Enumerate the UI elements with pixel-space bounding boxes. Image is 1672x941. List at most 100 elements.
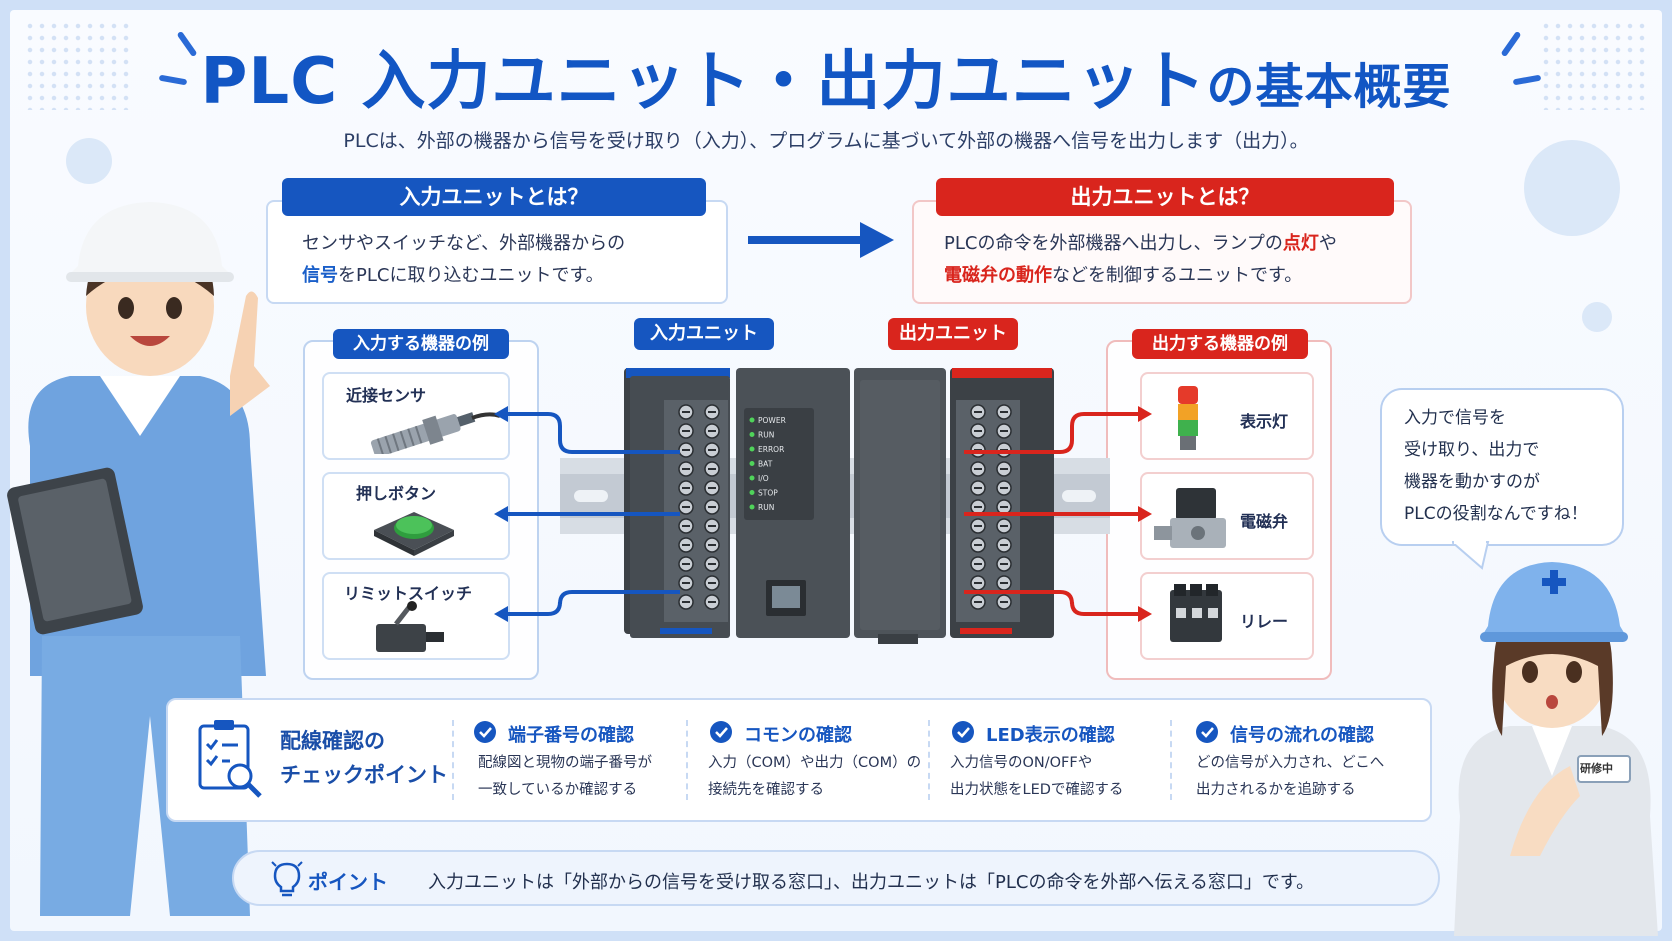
checkpoint-heading: コモンの確認: [744, 725, 852, 746]
input-unit-label: 入力ユニット: [634, 318, 774, 350]
speech-bubble-tail: [1452, 540, 1490, 570]
page-subtitle: PLCは、外部の機器から信号を受け取り（入力）、プログラムに基づいて外部の機器へ…: [343, 130, 1309, 152]
title-suffix: の基本概要: [1206, 59, 1452, 115]
checkpoint-heading: LED表示の確認: [986, 725, 1115, 746]
check-icon: [952, 721, 974, 743]
output-example-label: 表示灯: [1240, 412, 1289, 431]
output-definition-line2: 電磁弁の動作などを制御するユニットです。: [944, 260, 1337, 292]
check-icon: [474, 721, 496, 743]
input-example-label: 近接センサ: [346, 386, 427, 405]
speech-line: 入力で信号を: [1404, 408, 1506, 428]
input-example-label: 押しボタン: [356, 484, 437, 503]
wiring-checkpoints-box: [166, 698, 1432, 822]
output-definition-box: [912, 200, 1412, 304]
output-definition-line1: PLCの命令を外部機器へ出力し、ランプの点灯や: [944, 228, 1337, 260]
clipboard-check-icon: [198, 720, 262, 798]
status-led: [749, 461, 755, 466]
status-led: [749, 417, 755, 423]
status-led: [749, 490, 755, 495]
input-definition-label: 入力ユニットとは？: [282, 178, 706, 216]
trainee-badge: 研修中: [1580, 762, 1613, 775]
input-definition-text: センサやスイッチなど、外部機器からの 信号をPLCに取り込むユニットです。: [302, 228, 625, 292]
status-led: [749, 504, 755, 510]
check-icon: [1196, 721, 1218, 743]
point-text: 入力ユニットは「外部からの信号を受け取る窓口」、出力ユニットは「PLCの命令を外…: [428, 872, 1315, 893]
input-definition-line1: センサやスイッチなど、外部機器からの: [302, 233, 626, 254]
status-led: [749, 446, 755, 452]
checkpoint-line: どの信号が入力され、どこへ: [1196, 755, 1385, 771]
speech-line: PLCの役割なんですね！: [1404, 504, 1588, 524]
dot-pattern-decoration: [24, 20, 134, 110]
checkpoint-heading: 端子番号の確認: [508, 725, 634, 746]
divider: [686, 720, 688, 800]
point-bar: [232, 850, 1440, 906]
output-highlight-lighting: 点灯: [1282, 233, 1319, 254]
output-example-label: 電磁弁: [1240, 512, 1289, 531]
trainee-illustration: [1454, 562, 1658, 936]
lightbulb-icon: [271, 861, 303, 897]
status-led: [749, 432, 755, 437]
divider: [928, 720, 930, 800]
checkpoint-line: 一致しているか確認する: [478, 782, 638, 798]
divider: [452, 720, 454, 800]
proximity-sensor-icon: [370, 412, 501, 454]
output-highlight-solenoid: 電磁弁の動作: [944, 265, 1052, 286]
status-led-label: BAT: [758, 460, 773, 469]
input-example-label: リミットスイッチ: [344, 584, 473, 603]
page-title: PLC 入力ユニット・出力ユニットの基本概要: [0, 30, 1652, 122]
output-example-label: リレー: [1240, 612, 1289, 631]
checkpoint-line: 配線図と現物の端子番号が: [478, 755, 652, 771]
output-line1-prefix: PLCの命令を外部機器へ出力し、ランプの: [944, 233, 1283, 254]
divider: [1170, 720, 1172, 800]
status-led-label: POWER: [758, 416, 786, 425]
limit-switch-icon: [376, 601, 444, 652]
flow-arrow-icon: [748, 222, 894, 258]
input-definition-line2: 信号をPLCに取り込むユニットです。: [302, 260, 625, 292]
status-led-label: RUN: [758, 503, 774, 512]
title-prefix: PLC: [200, 45, 339, 119]
checkpoint-line: 出力されるかを追跡する: [1196, 782, 1356, 798]
input-definition-line2-rest: をPLCに取り込むユニットです。: [338, 265, 604, 286]
point-label: ポイント: [308, 870, 388, 894]
output-line1-suffix: や: [1318, 233, 1337, 254]
output-definition-text: PLCの命令を外部機器へ出力し、ランプの点灯や 電磁弁の動作などを制御するユニッ…: [944, 228, 1337, 292]
status-led-label: STOP: [758, 489, 778, 498]
status-led-label: I/O: [758, 474, 769, 483]
status-led-label: ERROR: [758, 445, 784, 454]
relay-icon: [1170, 584, 1222, 642]
title-main: 入力ユニット・出力ユニット: [361, 45, 1207, 119]
checkpoint-line: 出力状態をLEDで確認する: [950, 782, 1124, 798]
speech-line: 受け取り、出力で: [1404, 440, 1540, 460]
checkpoint-body: 入力（COM）や出力（COM）の 接続先を確認する: [708, 750, 921, 804]
checkpoint-line: 入力（COM）や出力（COM）の: [708, 755, 922, 771]
input-highlight-signal: 信号: [302, 265, 338, 286]
status-led: [749, 475, 755, 481]
checkpoint-body: どの信号が入力され、どこへ 出力されるかを追跡する: [1196, 750, 1384, 804]
dot-pattern-decoration: [1540, 20, 1650, 110]
solenoid-valve-icon: [1154, 488, 1226, 548]
speech-line: 機器を動かすのが: [1404, 472, 1540, 492]
push-button-icon: [374, 512, 454, 556]
speech-text: 入力で信号を 受け取り、出力で 機器を動かすのが PLCの役割なんですね！: [1404, 402, 1588, 530]
status-led-label: RUN: [758, 431, 774, 440]
checkpoints-title: 配線確認の チェックポイント: [280, 724, 448, 792]
check-icon: [710, 721, 732, 743]
circle-decoration: [1582, 302, 1612, 332]
checkpoint-line: 入力信号のON/OFFや: [950, 755, 1093, 771]
output-definition-label: 出力ユニットとは？: [936, 178, 1394, 216]
signal-tower-icon: [1178, 386, 1198, 450]
output-unit-label: 出力ユニット: [888, 318, 1018, 350]
checkpoint-body: 入力信号のON/OFFや 出力状態をLEDで確認する: [950, 750, 1123, 804]
output-examples-label: 出力する機器の例: [1132, 329, 1308, 359]
output-definition-line2-rest: などを制御するユニットです。: [1052, 265, 1303, 286]
speech-bubble: [1380, 388, 1624, 546]
circle-decoration: [66, 138, 112, 184]
output-example-card: [1140, 572, 1314, 660]
checkpoints-title-line1: 配線確認の: [280, 729, 385, 753]
input-examples-label: 入力する機器の例: [333, 329, 509, 359]
checkpoint-line: 接続先を確認する: [708, 782, 824, 798]
plc-hardware-illustration: POWER RUN ERROR BAT I/O STOP RUN: [560, 368, 1110, 644]
circle-decoration: [1524, 140, 1620, 236]
checkpoint-heading: 信号の流れの確認: [1230, 725, 1374, 746]
checkpoints-title-line2: チェックポイント: [280, 763, 448, 787]
